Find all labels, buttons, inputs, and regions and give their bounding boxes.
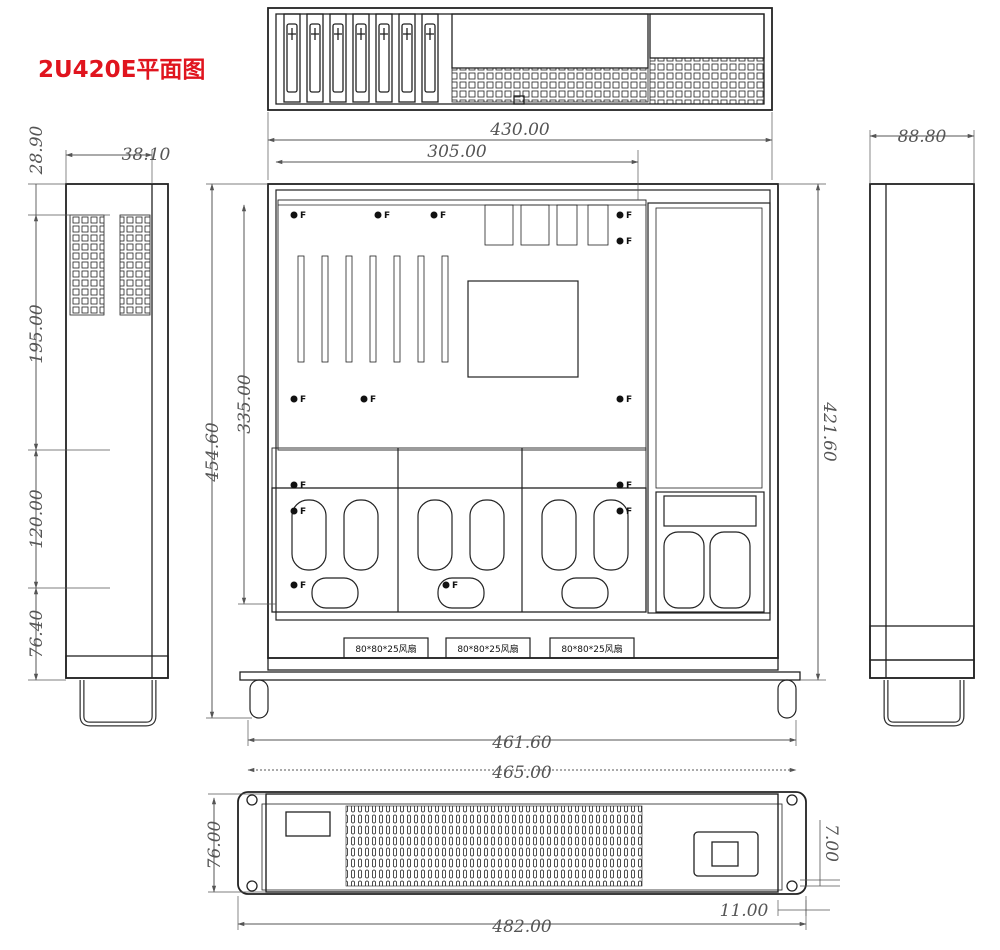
svg-text:F: F: [626, 211, 632, 221]
svg-text:F: F: [626, 481, 632, 491]
mount-mark: F: [290, 581, 306, 591]
dim-front-width: 482.00: [491, 917, 552, 937]
dim-side-h3: 76.40: [27, 609, 47, 658]
mount-mark: F: [616, 211, 632, 221]
mount-mark: F: [616, 395, 632, 405]
svg-text:F: F: [452, 581, 458, 591]
mount-mark: F: [290, 395, 306, 405]
dim-top-width: 430.00: [489, 120, 550, 140]
fan-label: 80*80*25风扇: [355, 643, 416, 655]
dim-side-h2: 120.00: [27, 489, 47, 549]
mount-mark: F: [290, 481, 306, 491]
svg-text:F: F: [300, 395, 306, 405]
fan-label: 80*80*25风扇: [561, 643, 622, 655]
dim-side-h1: 195.00: [27, 304, 47, 364]
left-side-view: [65, 183, 169, 727]
mount-mark: F: [374, 211, 390, 221]
dim-board-depth: 335.00: [235, 374, 255, 434]
mount-mark: F: [616, 237, 632, 247]
svg-text:F: F: [300, 507, 306, 517]
dim-ear-width: 465.00: [491, 763, 552, 783]
svg-text:F: F: [300, 581, 306, 591]
svg-text:F: F: [626, 237, 632, 247]
dim-base-width: 461.60: [491, 733, 552, 753]
svg-text:F: F: [370, 395, 376, 405]
svg-text:F: F: [300, 211, 306, 221]
dim-overall-depth: 454.60: [203, 422, 223, 483]
mount-mark: F: [290, 211, 306, 221]
mount-mark: F: [360, 395, 376, 405]
mount-mark: F: [616, 481, 632, 491]
dim-side-tab: 38.10: [122, 145, 171, 165]
front-view: [237, 791, 807, 895]
svg-text:F: F: [626, 507, 632, 517]
svg-text:F: F: [626, 395, 632, 405]
dim-front-height: 76.00: [205, 820, 225, 869]
dim-right-depth: 421.60: [819, 401, 839, 462]
drawing-title: 2U420E平面图: [38, 57, 206, 83]
mount-mark: F: [430, 211, 446, 221]
svg-text:F: F: [300, 481, 306, 491]
dim-inner-width: 305.00: [427, 142, 487, 162]
mount-mark: F: [442, 581, 458, 591]
top-view: 80*80*25风扇 80*80*25风扇 80*80*25风扇: [239, 183, 801, 719]
dim-side-top: 28.90: [27, 125, 47, 175]
svg-text:F: F: [440, 211, 446, 221]
right-side-view: [869, 183, 975, 727]
mount-mark: F: [290, 507, 306, 517]
dim-ear-hole: 7.00: [821, 824, 841, 862]
fan-label: 80*80*25风扇: [457, 643, 518, 655]
svg-text:F: F: [384, 211, 390, 221]
dim-ear-offset: 11.00: [720, 901, 769, 921]
dim-right-side-width: 88.80: [898, 127, 947, 147]
rear-view: [267, 7, 773, 111]
mount-mark: F: [616, 507, 632, 517]
